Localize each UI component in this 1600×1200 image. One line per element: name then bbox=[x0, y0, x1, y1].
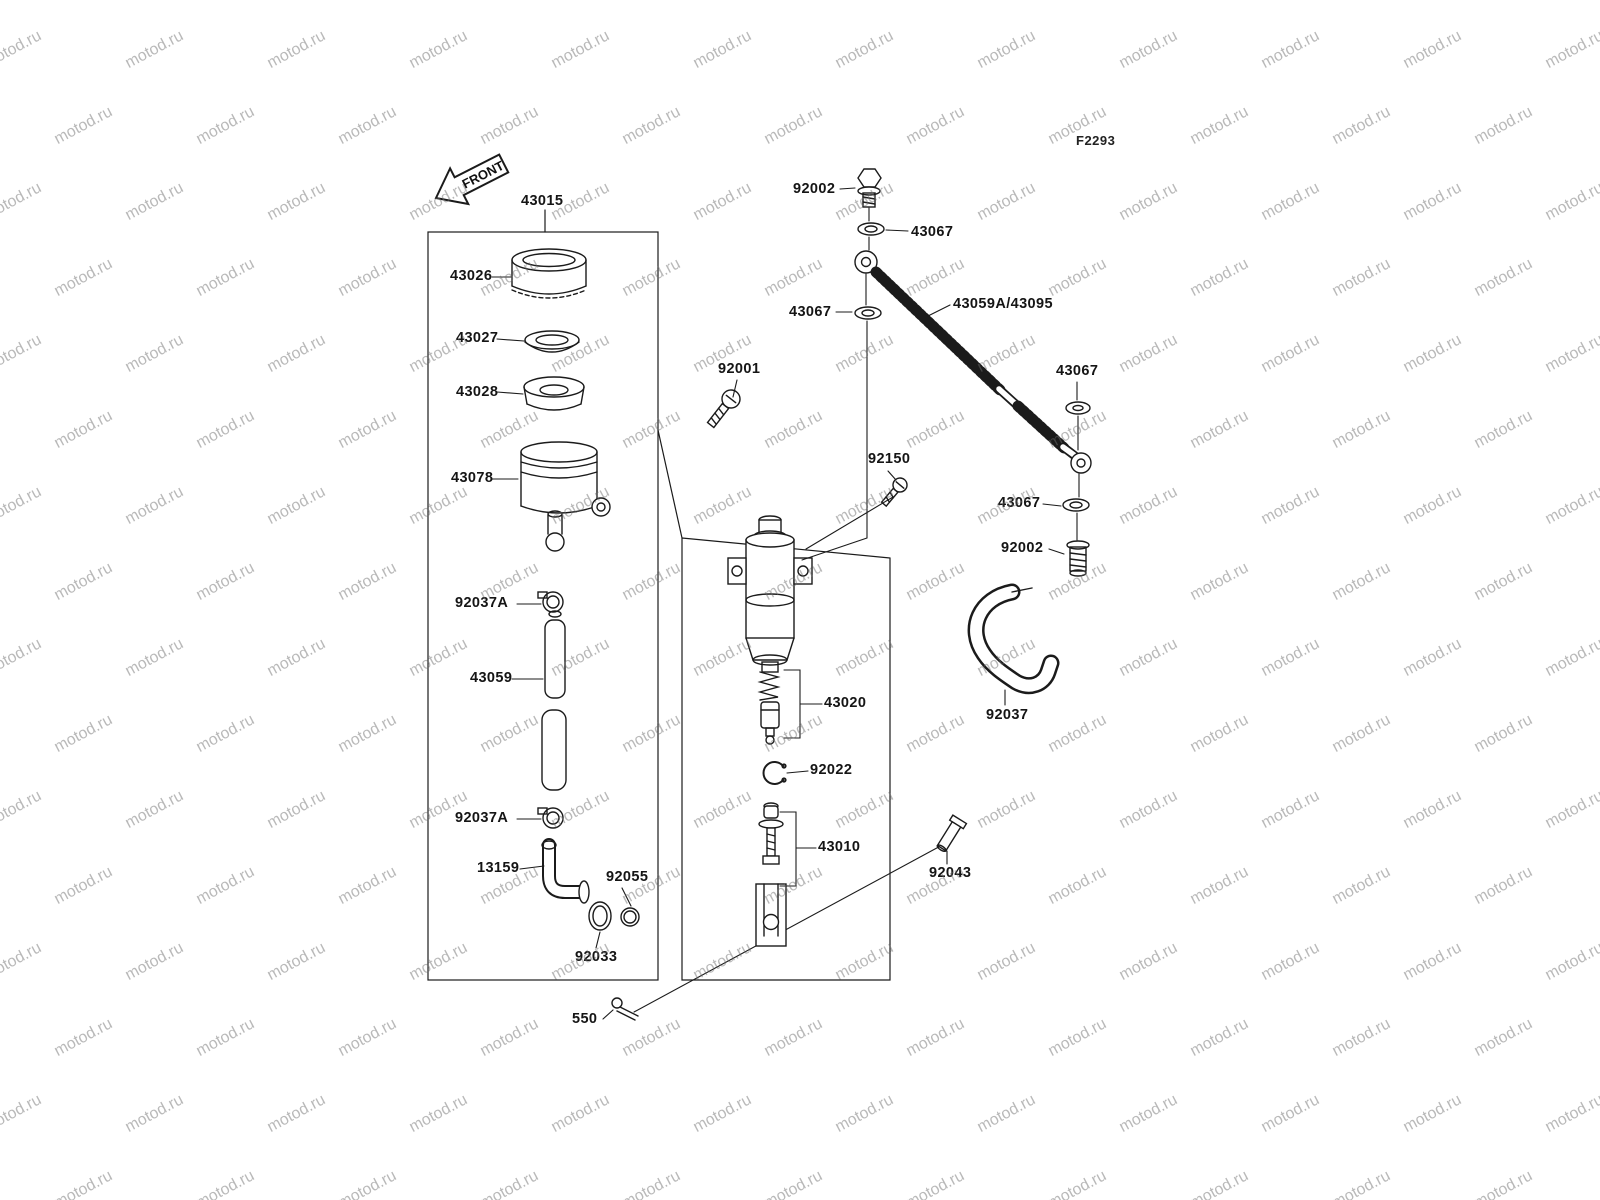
part-label-43028: 43028 bbox=[456, 384, 499, 400]
reservoir-drawing bbox=[520, 441, 611, 552]
part-label-43015: 43015 bbox=[521, 193, 564, 209]
screw-92150-drawing bbox=[880, 477, 908, 508]
part-label-92150: 92150 bbox=[868, 451, 911, 467]
part-label-92037a-upper: 92037A bbox=[455, 595, 509, 611]
circlip-drawing bbox=[762, 761, 787, 785]
leader-lines bbox=[491, 187, 1078, 1020]
part-label-550: 550 bbox=[572, 1011, 598, 1027]
washer-top-drawing bbox=[857, 222, 885, 236]
part-label-92037: 92037 bbox=[986, 707, 1029, 723]
clevis-pin-drawing bbox=[936, 814, 968, 853]
part-label-43067-top: 43067 bbox=[911, 224, 954, 240]
reservoir-hose-drawing bbox=[541, 610, 567, 791]
part-label-43026: 43026 bbox=[450, 268, 493, 284]
part-label-43067-mid: 43067 bbox=[789, 304, 832, 320]
part-label-92043: 92043 bbox=[929, 865, 972, 881]
hose-clamp-lower-drawing bbox=[537, 807, 564, 829]
part-label-43067-upper-right: 43067 bbox=[1056, 363, 1099, 379]
screw-92001-drawing bbox=[706, 389, 741, 429]
part-label-43020: 43020 bbox=[824, 695, 867, 711]
elbow-joint-drawing bbox=[541, 838, 590, 904]
part-label-43078: 43078 bbox=[451, 470, 494, 486]
part-label-92022: 92022 bbox=[810, 762, 853, 778]
push-rod-drawing bbox=[755, 802, 787, 947]
reservoir-cap-drawing bbox=[511, 248, 587, 299]
assembly-boundary-boxes bbox=[427, 209, 891, 981]
part-label-43059a-43095: 43059A/43095 bbox=[953, 296, 1053, 312]
part-label-43059: 43059 bbox=[470, 670, 513, 686]
part-label-92002-top: 92002 bbox=[793, 181, 836, 197]
hose-clamp-large-drawing bbox=[967, 583, 1060, 695]
hose-clamp-upper-drawing bbox=[537, 591, 564, 613]
front-arrow: FRONT bbox=[434, 153, 510, 206]
part-label-92055: 92055 bbox=[606, 869, 649, 885]
washer-mid-left-drawing bbox=[854, 306, 882, 320]
diaphragm-cup-drawing bbox=[523, 376, 585, 411]
part-label-43067-lower-right: 43067 bbox=[998, 495, 1041, 511]
part-label-92002-right: 92002 bbox=[1001, 540, 1044, 556]
washer-lower-right-drawing bbox=[1062, 498, 1090, 512]
cotter-pin-drawing bbox=[611, 842, 947, 1021]
brake-hose-drawing bbox=[854, 250, 1092, 474]
part-label-92001: 92001 bbox=[718, 361, 761, 377]
washer-upper-right-drawing bbox=[1065, 401, 1091, 415]
banjo-bolt-right-drawing bbox=[1066, 540, 1090, 577]
seal-rings-drawing bbox=[588, 901, 640, 931]
connector-lines bbox=[801, 207, 1080, 561]
part-label-43010: 43010 bbox=[818, 839, 861, 855]
figure-code: F2293 bbox=[1076, 133, 1116, 148]
part-label-92037a-lower: 92037A bbox=[455, 810, 509, 826]
part-label-43027: 43027 bbox=[456, 330, 499, 346]
banjo-bolt-top-drawing bbox=[857, 168, 882, 208]
part-label-13159: 13159 bbox=[477, 860, 520, 876]
master-cylinder-body-drawing bbox=[727, 515, 813, 673]
diaphragm-plate-drawing bbox=[524, 330, 580, 353]
part-label-92033: 92033 bbox=[575, 949, 618, 965]
piston-spring-drawing bbox=[757, 671, 781, 745]
